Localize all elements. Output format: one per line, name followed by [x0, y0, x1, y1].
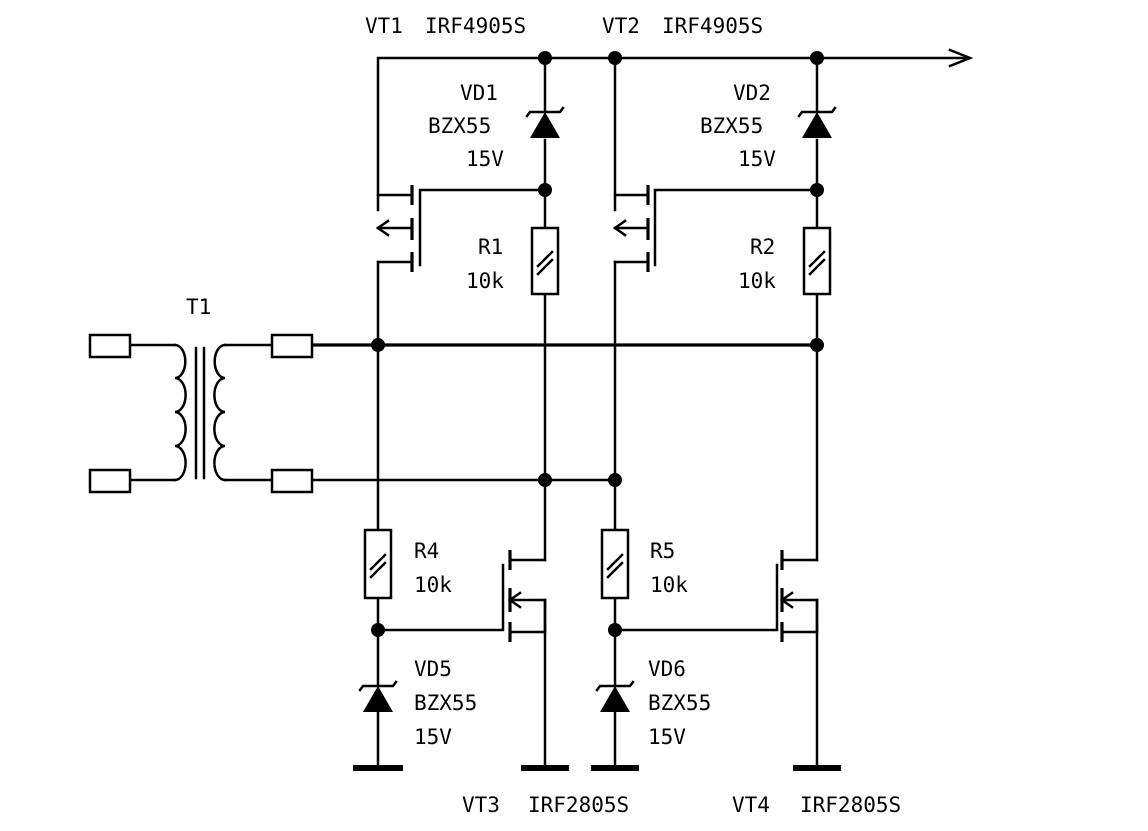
vd2-ref-label: VD2	[733, 81, 771, 105]
r2-ref-label: R2	[750, 235, 775, 259]
vt1-part-label: IRF4905S	[425, 14, 526, 38]
zener-vd2: VD2 BZX55 15V	[700, 81, 837, 171]
r1-ref-label: R1	[478, 235, 503, 259]
vd6-part-label: BZX55	[648, 691, 711, 715]
terminal-primary-bottom	[88, 468, 132, 494]
transistor-vt3: VT3 IRF2805S	[462, 550, 629, 817]
vd2-value-label: 15V	[738, 147, 776, 171]
vd5-part-label: BZX55	[414, 691, 477, 715]
vt4-ref-label: VT4	[732, 793, 770, 817]
vt2-ref-label: VT2	[602, 14, 640, 38]
r1-value-label: 10k	[466, 269, 504, 293]
transformer-t1: T1	[88, 295, 314, 494]
resistor-r1: R1 10k	[466, 226, 560, 296]
zener-vd5: VD5 BZX55 15V	[358, 657, 477, 749]
wires	[128, 48, 974, 768]
r4-ref-label: R4	[414, 539, 439, 563]
junction-dots	[371, 51, 824, 637]
vd6-ref-label: VD6	[648, 657, 686, 681]
vt4-part-label: IRF2805S	[800, 793, 901, 817]
vt3-ref-label: VT3	[462, 793, 500, 817]
r5-value-label: 10k	[650, 573, 688, 597]
r5-ref-label: R5	[650, 539, 675, 563]
vd1-value-label: 15V	[466, 147, 504, 171]
transistor-vt2: VT2 IRF4905S	[602, 14, 763, 272]
terminal-secondary-top	[270, 333, 314, 359]
resistor-r5: R5 10k	[600, 528, 688, 600]
r4-value-label: 10k	[414, 573, 452, 597]
vt3-part-label: IRF2805S	[528, 793, 629, 817]
resistor-r4: R4 10k	[363, 528, 452, 600]
vt1-ref-label: VT1	[365, 14, 403, 38]
zener-vd6: VD6 BZX55 15V	[595, 657, 711, 749]
r2-value-label: 10k	[738, 269, 776, 293]
vd2-part-label: BZX55	[700, 114, 763, 138]
resistor-r2: R2 10k	[738, 226, 832, 296]
transistor-vt1: VT1 IRF4905S	[365, 14, 526, 272]
zener-vd1: VD1 BZX55 15V	[428, 81, 565, 171]
vt2-part-label: IRF4905S	[662, 14, 763, 38]
terminal-secondary-bottom	[270, 468, 314, 494]
vd6-value-label: 15V	[648, 725, 686, 749]
vd5-ref-label: VD5	[414, 657, 452, 681]
transistor-vt4: VT4 IRF2805S	[732, 550, 901, 817]
vd1-ref-label: VD1	[460, 81, 498, 105]
vd1-part-label: BZX55	[428, 114, 491, 138]
vd5-value-label: 15V	[414, 725, 452, 749]
terminal-primary-top	[88, 333, 132, 359]
t1-ref-label: T1	[186, 295, 211, 319]
